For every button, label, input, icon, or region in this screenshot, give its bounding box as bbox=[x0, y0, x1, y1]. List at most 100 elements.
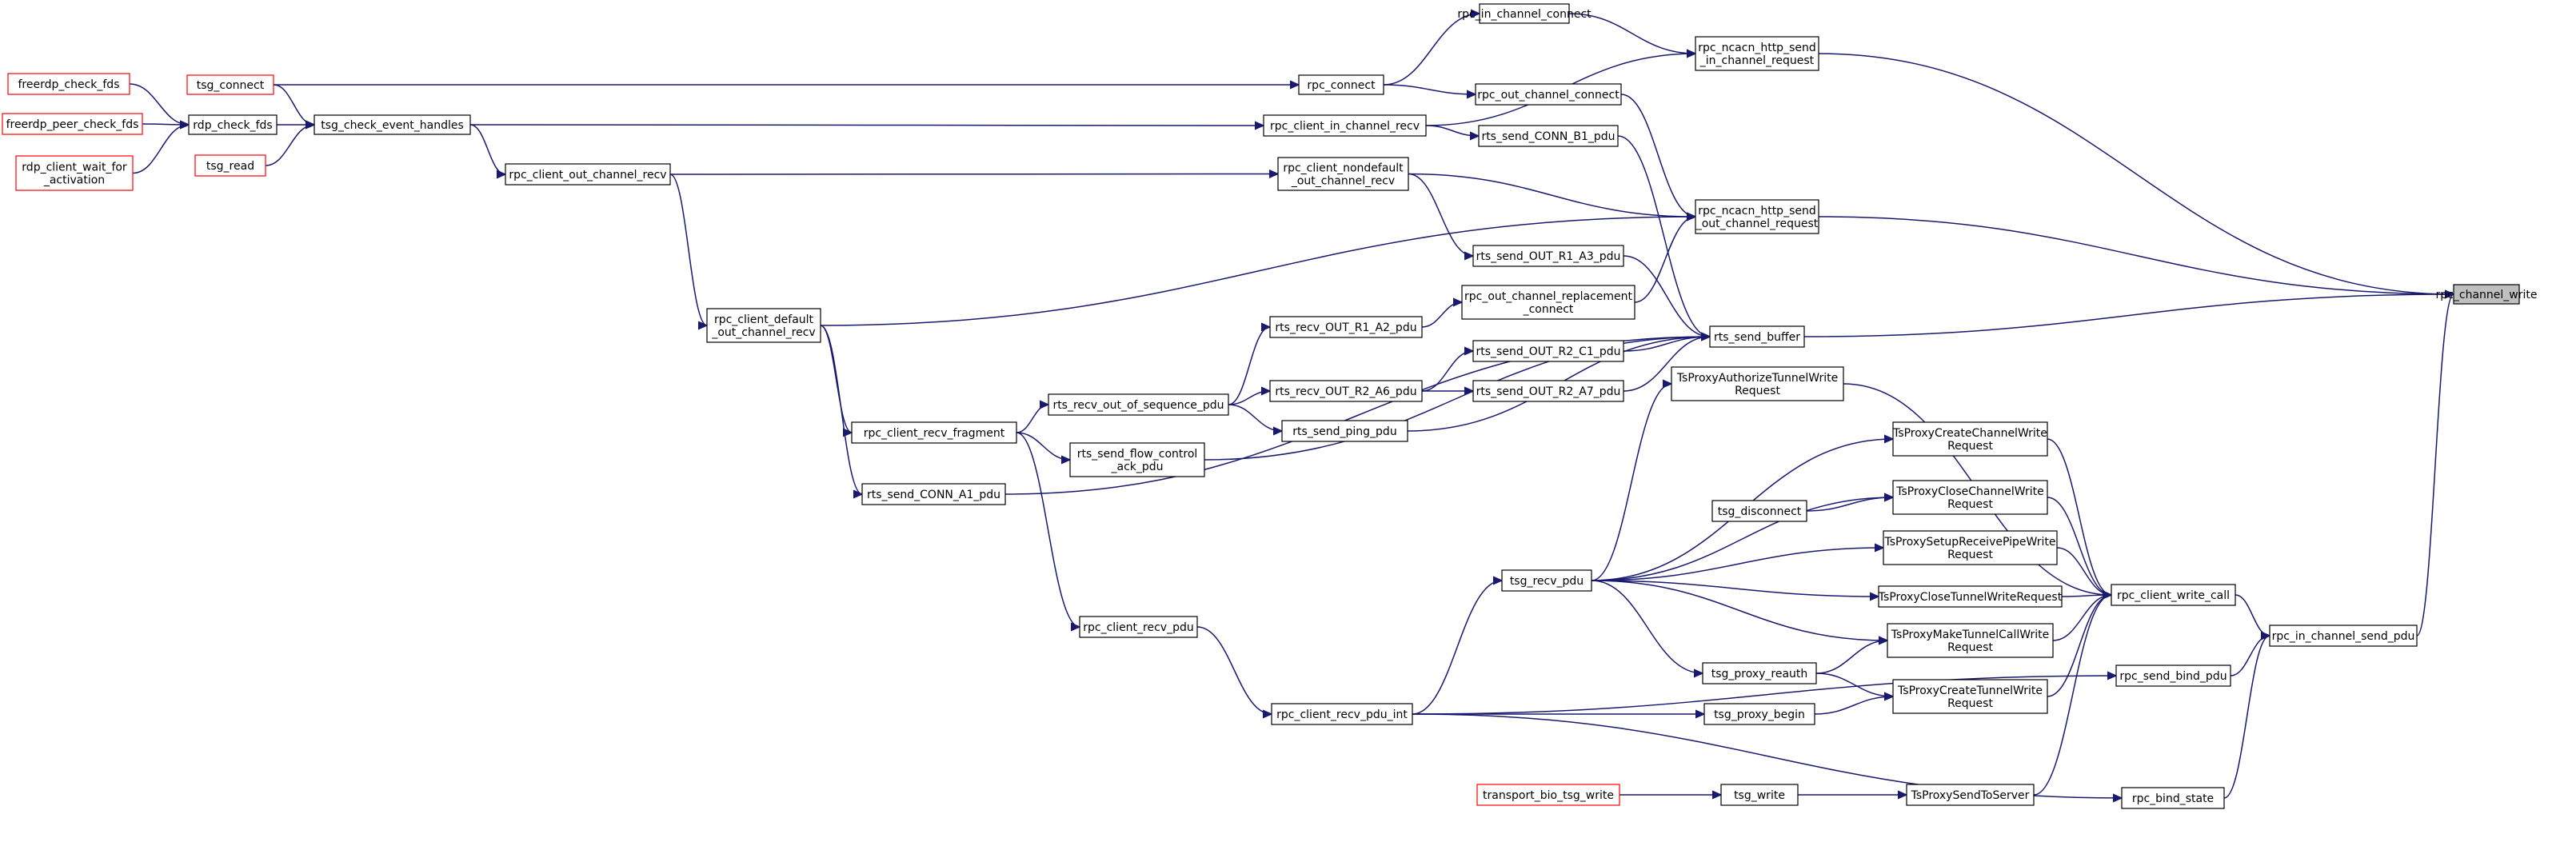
node-box bbox=[1271, 703, 1413, 725]
node-label: _ack_pdu bbox=[1110, 461, 1163, 473]
node-tsg_proxy_begin[interactable]: tsg_proxy_begin bbox=[1703, 703, 1815, 725]
node-rts_send_flow_control_ack_pdu[interactable]: rts_send_flow_control_ack_pdu bbox=[1069, 442, 1205, 477]
node-box bbox=[1472, 245, 1624, 267]
node-label: TsProxyCloseChannelWrite bbox=[1895, 485, 2043, 498]
edge-rpc_client_in_channel_recv-to-rts_send_CONN_B1_pdu bbox=[1425, 125, 1479, 136]
node-rts_recv_out_of_sequence_pdu[interactable]: rts_recv_out_of_sequence_pdu bbox=[1048, 393, 1229, 416]
node-box bbox=[15, 155, 134, 191]
edge-tsg_proxy_reauth-to-TsProxyMakeTunnelCallWriteRequest bbox=[1815, 641, 1887, 674]
node-freerdp_peer_check_fds[interactable]: freerdp_peer_check_fds bbox=[2, 113, 143, 135]
node-TsProxyCloseTunnelWriteRequest[interactable]: TsProxyCloseTunnelWriteRequest bbox=[1878, 585, 2063, 608]
node-rts_send_OUT_R2_C1_pdu[interactable]: rts_send_OUT_R2_C1_pdu bbox=[1472, 340, 1624, 362]
node-box bbox=[7, 73, 130, 95]
node-box bbox=[1703, 703, 1815, 725]
node-rpc_in_channel_send_pdu[interactable]: rpc_in_channel_send_pdu bbox=[2269, 625, 2418, 647]
node-tsg_disconnect[interactable]: tsg_disconnect bbox=[1711, 500, 1807, 522]
node-rdp_check_fds[interactable]: rdp_check_fds bbox=[188, 114, 278, 135]
node-rts_recv_OUT_R1_A2_pdu[interactable]: rts_recv_OUT_R1_A2_pdu bbox=[1269, 316, 1423, 338]
node-rpc_channel_write[interactable]: rpc_channel_write bbox=[2436, 284, 2538, 305]
node-tsg_connect[interactable]: tsg_connect bbox=[186, 74, 274, 95]
edge-TsProxySetupReceivePipeWriteRequest-to-rpc_client_write_call bbox=[2056, 547, 2111, 595]
edge-tsg_connect-to-tsg_check_event_handles bbox=[273, 84, 314, 125]
edge-tsg_recv_pdu-to-TsProxyMakeTunnelCallWriteRequest bbox=[1591, 580, 1887, 641]
node-box bbox=[1281, 420, 1408, 442]
node-layer: rpc_channel_write rpc_in_channel_connectr… bbox=[2, 3, 2538, 809]
edge-tsg_recv_pdu-to-TsProxySetupReceivePipeWriteRequest bbox=[1591, 548, 1883, 581]
edge-rts_recv_OUT_R2_A6_pdu-to-rts_send_OUT_R2_C1_pdu bbox=[1421, 351, 1473, 392]
node-label: rts_send_buffer bbox=[1714, 331, 1800, 344]
node-tsg_proxy_reauth[interactable]: tsg_proxy_reauth bbox=[1702, 662, 1817, 684]
edge-tsg_read-to-tsg_check_event_handles bbox=[265, 125, 314, 166]
node-box bbox=[314, 114, 471, 135]
node-rpc_connect[interactable]: rpc_connect bbox=[1298, 74, 1384, 95]
node-rpc_out_channel_connect[interactable]: rpc_out_channel_connect bbox=[1475, 83, 1622, 106]
edge-tsg_proxy_begin-to-TsProxyCreateTunnelWriteRequest bbox=[1814, 696, 1893, 715]
node-box bbox=[1475, 83, 1622, 106]
node-label: rts_recv_out_of_sequence_pdu bbox=[1052, 399, 1224, 412]
node-rpc_client_recv_pdu[interactable]: rpc_client_recv_pdu bbox=[1079, 616, 1198, 638]
node-tsg_read[interactable]: tsg_read bbox=[194, 154, 266, 177]
edge-rpc_client_out_channel_recv-to-rpc_client_nondefault_out_channel_recv bbox=[669, 174, 1278, 175]
edge-TsProxyCreateChannelWriteRequest-to-rpc_client_write_call bbox=[2047, 438, 2111, 595]
node-freerdp_check_fds[interactable]: freerdp_check_fds bbox=[7, 73, 130, 95]
node-rpc_ncacn_http_send_in_channel_request[interactable]: rpc_ncacn_http_send_in_channel_request bbox=[1695, 36, 1819, 71]
node-label: TsProxyCreateTunnelWrite bbox=[1897, 684, 2043, 697]
node-box bbox=[1892, 421, 2048, 457]
node-box bbox=[1709, 325, 1805, 348]
node-rts_send_OUT_R2_A7_pdu[interactable]: rts_send_OUT_R2_A7_pdu bbox=[1472, 380, 1624, 402]
edge-TsProxySendToServer-to-rpc_client_write_call bbox=[2033, 595, 2111, 796]
node-label: rpc_client_recv_pdu_int bbox=[1276, 708, 1408, 721]
node-rpc_send_bind_pdu[interactable]: rpc_send_bind_pdu bbox=[2115, 664, 2231, 687]
node-rts_send_OUT_R1_A3_pdu[interactable]: rts_send_OUT_R1_A3_pdu bbox=[1472, 245, 1624, 267]
node-label: rpc_client_in_channel_recv bbox=[1270, 120, 1420, 133]
node-label: TsProxyAuthorizeTunnelWrite bbox=[1676, 372, 1838, 385]
node-rts_send_buffer[interactable]: rts_send_buffer bbox=[1709, 325, 1805, 348]
edge-tsg_recv_pdu-to-TsProxyAuthorizeTunnelWriteRequest bbox=[1591, 384, 1671, 581]
node-TsProxySendToServer[interactable]: TsProxySendToServer bbox=[1906, 784, 2035, 806]
node-label: Request bbox=[1947, 440, 1993, 453]
node-transport_bio_tsg_write[interactable]: transport_bio_tsg_write bbox=[1476, 784, 1620, 806]
node-label: tsg_write bbox=[1734, 789, 1785, 802]
edge-rpc_client_write_call-to-rpc_in_channel_send_pdu bbox=[2235, 594, 2270, 636]
node-rts_send_CONN_A1_pdu[interactable]: rts_send_CONN_A1_pdu bbox=[861, 483, 1006, 505]
node-label: _activation bbox=[43, 174, 105, 187]
node-rts_send_CONN_B1_pdu[interactable]: rts_send_CONN_B1_pdu bbox=[1478, 125, 1619, 147]
node-rts_send_ping_pdu[interactable]: rts_send_ping_pdu bbox=[1281, 420, 1408, 442]
node-rpc_client_nondefault_out_channel_recv[interactable]: rpc_client_nondefault_out_channel_recv bbox=[1277, 157, 1409, 191]
edge-rdp_client_wait_for_activation-to-rdp_check_fds bbox=[132, 125, 189, 174]
node-label: tsg_proxy_reauth bbox=[1711, 668, 1808, 680]
node-rpc_client_default_out_channel_recv[interactable]: rpc_client_default_out_channel_recv bbox=[706, 308, 821, 343]
node-box bbox=[1476, 784, 1620, 806]
node-box bbox=[1048, 393, 1229, 416]
node-label: rts_send_OUT_R2_C1_pdu bbox=[1476, 345, 1621, 358]
node-label: TsProxyCloseTunnelWriteRequest bbox=[1878, 591, 2063, 604]
node-label: rpc_bind_state bbox=[2132, 792, 2214, 805]
node-box bbox=[1878, 585, 2063, 608]
node-rpc_client_recv_fragment[interactable]: rpc_client_recv_fragment bbox=[851, 421, 1017, 444]
edge-rpc_client_nondefault_out_channel_recv-to-rpc_ncacn_http_send_out_channel_request bbox=[1408, 173, 1695, 217]
edge-rts_send_CONN_B1_pdu-to-rts_send_buffer bbox=[1617, 135, 1710, 337]
edge-tsg_recv_pdu-to-TsProxyCloseTunnelWriteRequest bbox=[1591, 580, 1879, 597]
node-rpc_client_out_channel_recv[interactable]: rpc_client_out_channel_recv bbox=[505, 163, 671, 186]
node-rpc_in_channel_connect[interactable]: rpc_in_channel_connect bbox=[1457, 3, 1592, 24]
node-rpc_client_write_call[interactable]: rpc_client_write_call bbox=[2111, 584, 2236, 606]
node-tsg_check_event_handles[interactable]: tsg_check_event_handles bbox=[314, 114, 471, 135]
node-rdp_client_wait_for_activation[interactable]: rdp_client_wait_for_activation bbox=[15, 155, 134, 191]
node-rpc_ncacn_http_send_out_channel_request[interactable]: rpc_ncacn_http_send_out_channel_request bbox=[1695, 199, 1819, 234]
node-tsg_recv_pdu[interactable]: tsg_recv_pdu bbox=[1501, 569, 1592, 592]
edge-rpc_client_recv_fragment-to-rts_recv_out_of_sequence_pdu bbox=[1016, 405, 1048, 433]
node-label: rpc_client_recv_fragment bbox=[864, 427, 1005, 440]
node-label: rpc_out_channel_replacement bbox=[1464, 290, 1633, 303]
node-rpc_bind_state[interactable]: rpc_bind_state bbox=[2121, 787, 2225, 809]
node-rpc_client_in_channel_recv[interactable]: rpc_client_in_channel_recv bbox=[1263, 114, 1427, 137]
node-rts_recv_OUT_R2_A6_pdu[interactable]: rts_recv_OUT_R2_A6_pdu bbox=[1269, 380, 1423, 402]
node-rpc_out_channel_replacement_connect[interactable]: rpc_out_channel_replacement_connect bbox=[1461, 285, 1635, 320]
node-rpc_client_recv_pdu_int[interactable]: rpc_client_recv_pdu_int bbox=[1271, 703, 1413, 725]
node-tsg_write[interactable]: tsg_write bbox=[1720, 784, 1799, 806]
